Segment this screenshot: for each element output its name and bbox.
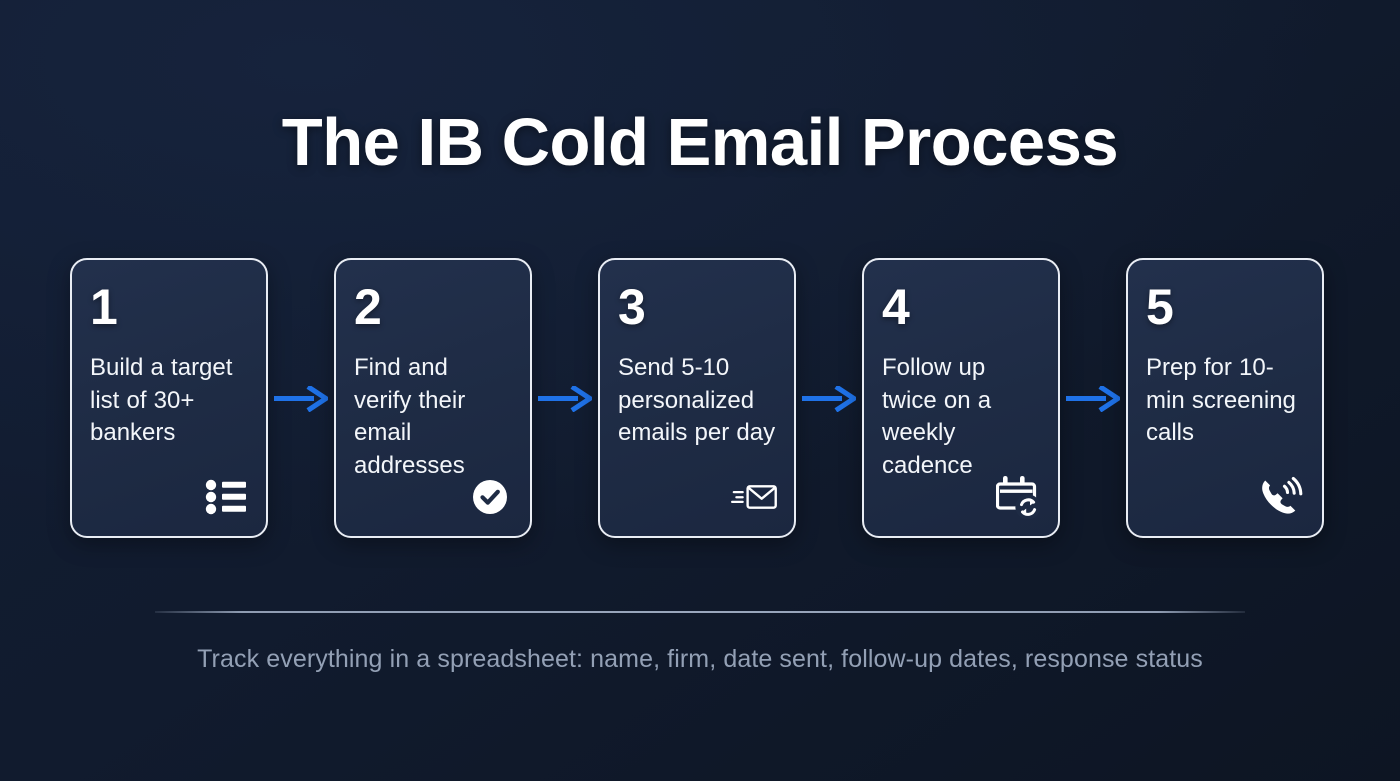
connector-3 bbox=[796, 258, 862, 538]
footer-divider bbox=[155, 611, 1245, 613]
step-text-5: Prep for 10-min screening calls bbox=[1146, 354, 1296, 447]
connector-1 bbox=[268, 258, 334, 538]
arrow-right-icon bbox=[802, 386, 856, 412]
step-number-2: 2 bbox=[354, 279, 382, 335]
step-number-5: 5 bbox=[1146, 279, 1174, 335]
check-circle-icon bbox=[467, 474, 513, 520]
phone-ringing-icon bbox=[1259, 474, 1305, 520]
step-number-4: 4 bbox=[882, 279, 910, 335]
page-title: The IB Cold Email Process bbox=[281, 105, 1119, 180]
step-card-5[interactable]: 5 Prep for 10-min screening calls bbox=[1126, 258, 1324, 538]
step-card-2[interactable]: 2 Find and verify their email addresses bbox=[334, 258, 532, 538]
send-email-icon bbox=[731, 474, 777, 520]
connector-4 bbox=[1060, 258, 1126, 538]
step-text-1: Build a target list of 30+ bankers bbox=[90, 354, 233, 447]
step-card-3[interactable]: 3 Send 5-10 personalized emails per day bbox=[598, 258, 796, 538]
arrow-right-icon bbox=[1066, 386, 1120, 412]
step-card-4[interactable]: 4 Follow up twice on a weekly cadence bbox=[862, 258, 1060, 538]
process-steps-row: 1 Build a target list of 30+ bankers bbox=[70, 258, 1330, 538]
step-number-3: 3 bbox=[618, 279, 646, 335]
bullet-list-icon bbox=[203, 474, 249, 520]
step-number-1: 1 bbox=[90, 279, 118, 335]
calendar-repeat-icon bbox=[995, 474, 1041, 520]
step-card-1[interactable]: 1 Build a target list of 30+ bankers bbox=[70, 258, 268, 538]
footer-note: Track everything in a spreadsheet: name,… bbox=[197, 645, 1203, 673]
arrow-right-icon bbox=[538, 386, 592, 412]
arrow-right-icon bbox=[274, 386, 328, 412]
step-text-4: Follow up twice on a weekly cadence bbox=[882, 354, 992, 479]
connector-2 bbox=[532, 258, 598, 538]
step-text-2: Find and verify their email addresses bbox=[354, 354, 466, 479]
step-text-3: Send 5-10 personalized emails per day bbox=[618, 354, 776, 447]
